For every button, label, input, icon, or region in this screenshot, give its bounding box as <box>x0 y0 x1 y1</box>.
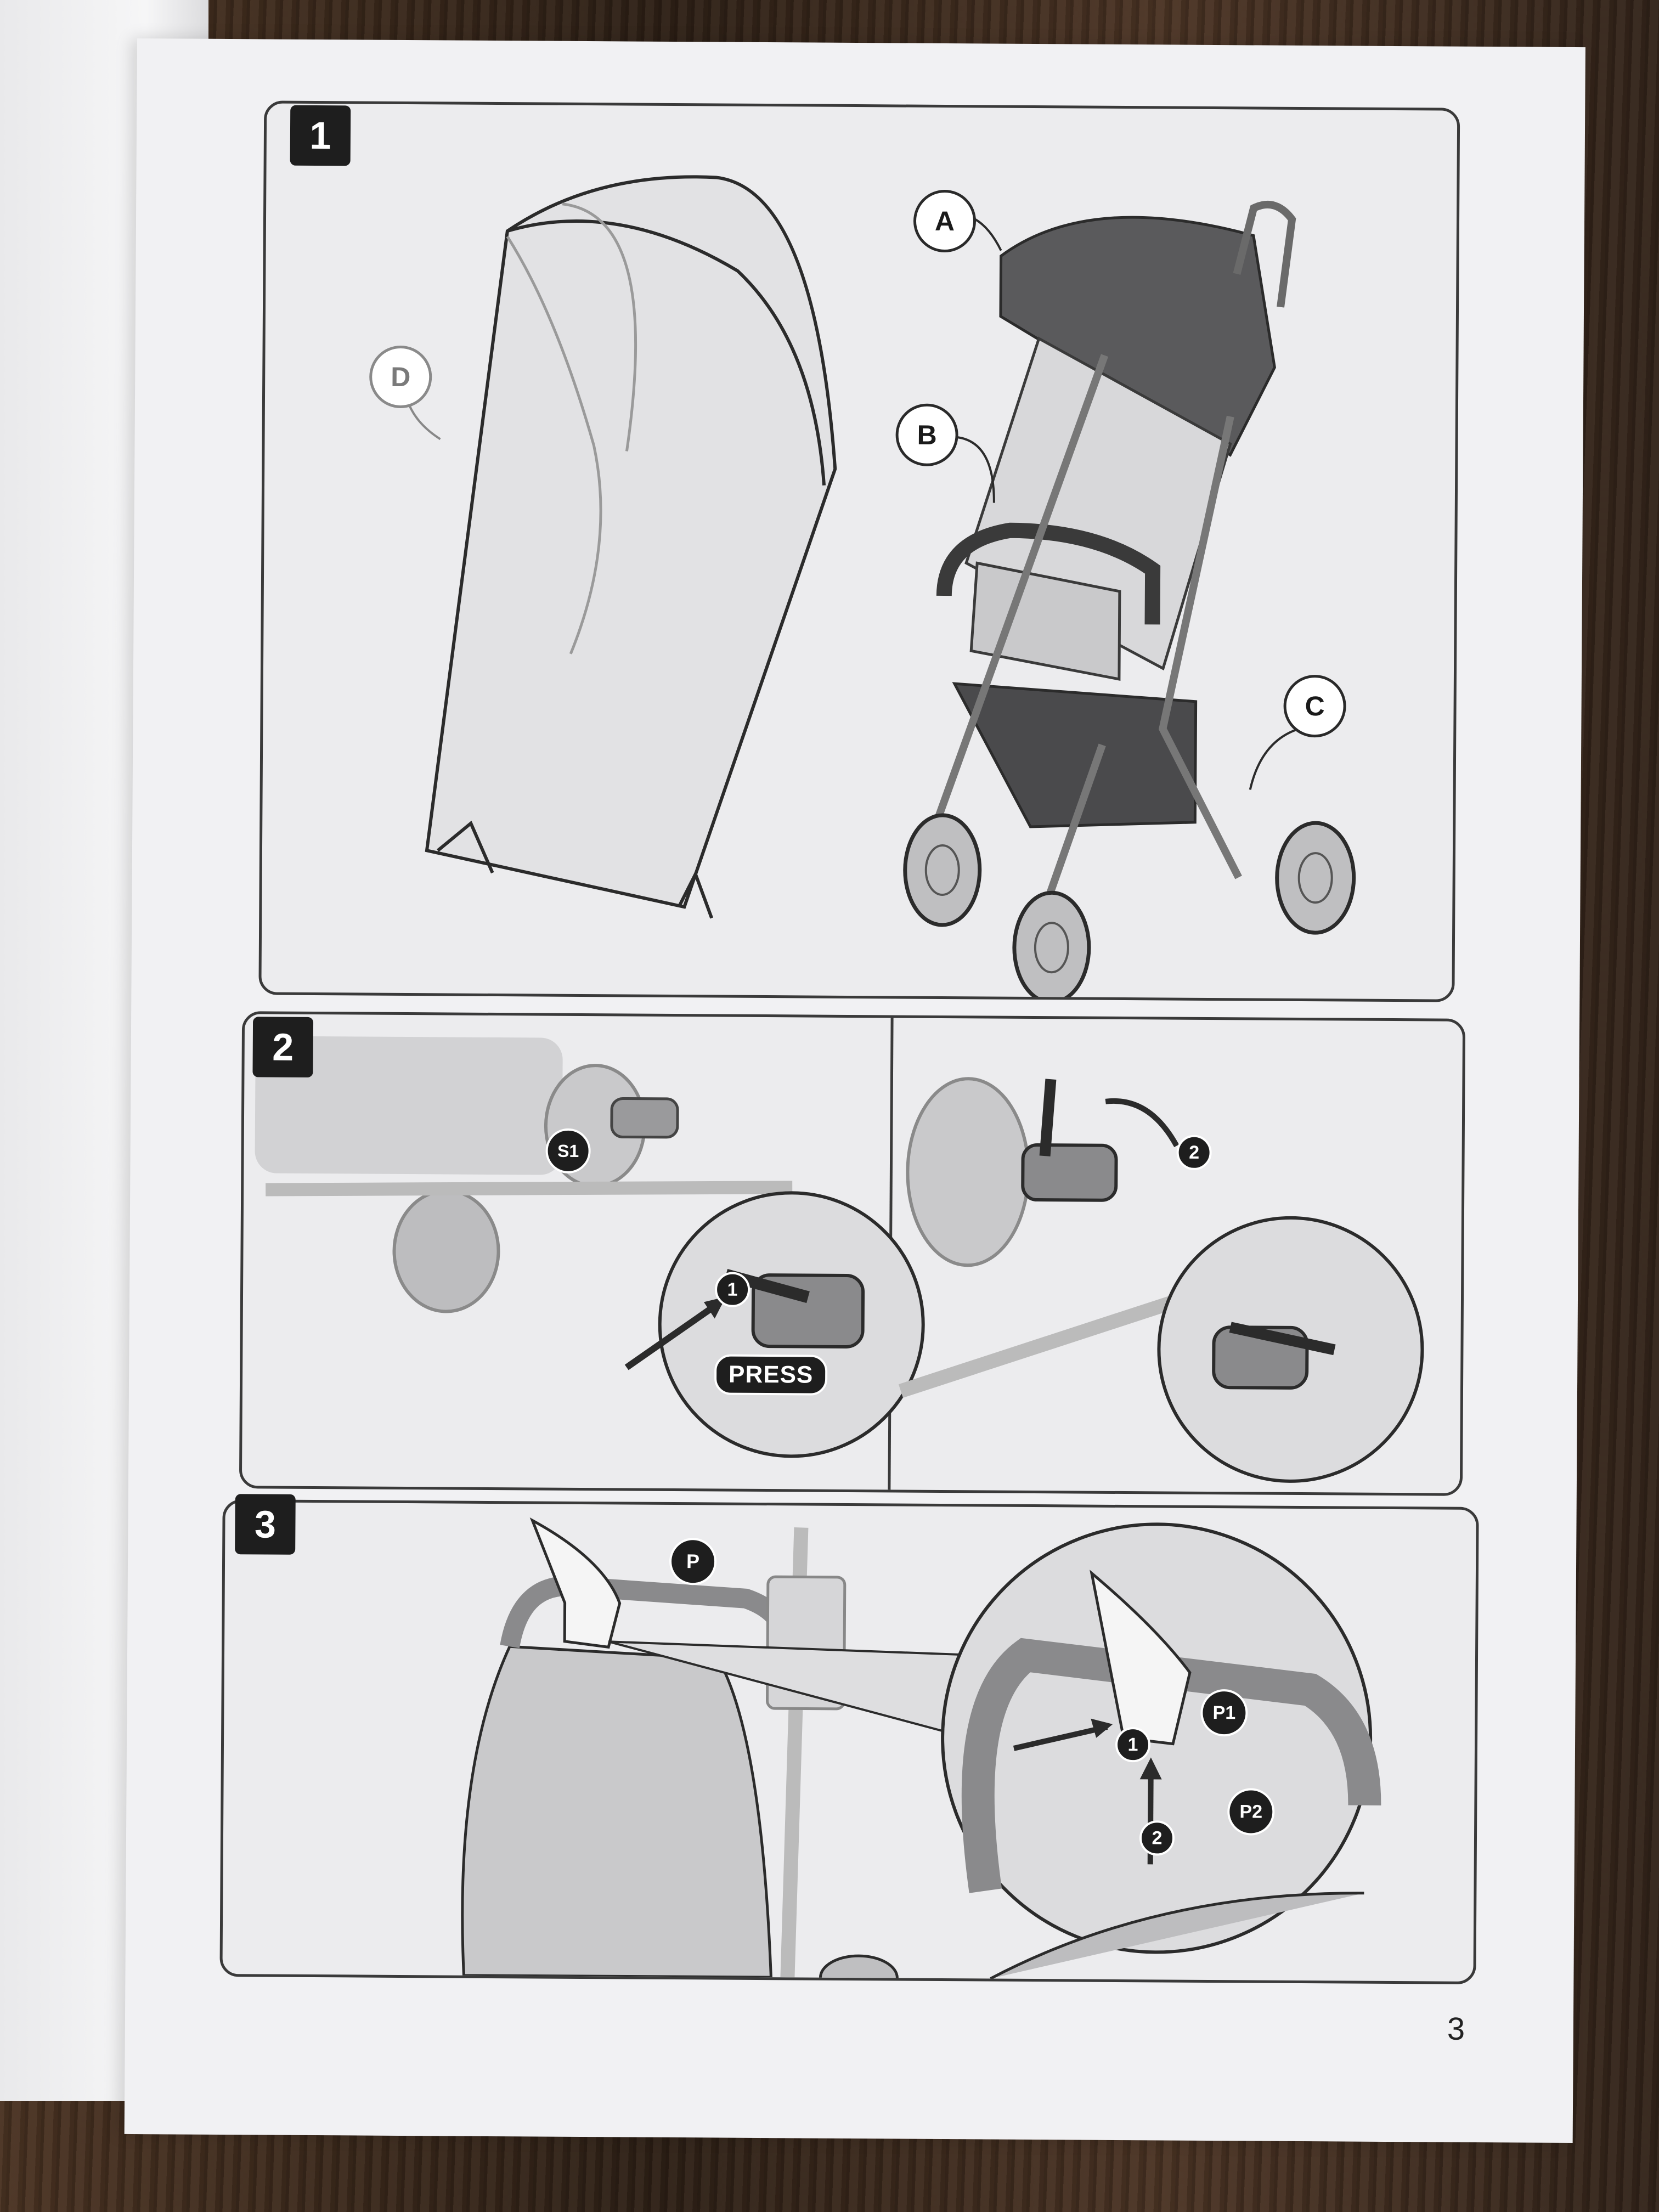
step-1-panel: A B C D <box>258 100 1460 1002</box>
step-2-marker-1: 1 <box>714 1272 751 1307</box>
callout-s1: S1 <box>545 1128 591 1174</box>
press-label: PRESS <box>714 1354 828 1396</box>
step-3-marker-2: 2 <box>1139 1820 1175 1856</box>
folding-handle-icon <box>461 1517 1381 1984</box>
brake-pedal-icon <box>255 1018 1424 1490</box>
step-3-number: 3 <box>235 1494 296 1555</box>
step-1-number: 1 <box>290 105 351 166</box>
step-2-number: 2 <box>252 1017 314 1077</box>
stroller-icon <box>903 200 1356 1002</box>
manual-page: A B C D 1 <box>124 38 1585 2143</box>
callout-d: D <box>369 345 432 409</box>
callout-a: A <box>913 189 977 253</box>
callout-b: B <box>895 403 958 467</box>
callout-c: C <box>1283 674 1346 738</box>
page-number: 3 <box>1447 2011 1465 2047</box>
callout-p: P <box>669 1537 717 1585</box>
callout-p1: P1 <box>1200 1689 1248 1737</box>
step-3-panel: P P1 P2 1 2 <box>219 1499 1479 1984</box>
step-3-marker-1: 1 <box>1115 1726 1151 1763</box>
rain-cover-icon <box>402 175 837 919</box>
callout-p2: P2 <box>1227 1788 1275 1836</box>
step-2-marker-2: 2 <box>1176 1135 1212 1171</box>
step-2-panel: S1 1 PRESS 2 <box>239 1011 1466 1496</box>
